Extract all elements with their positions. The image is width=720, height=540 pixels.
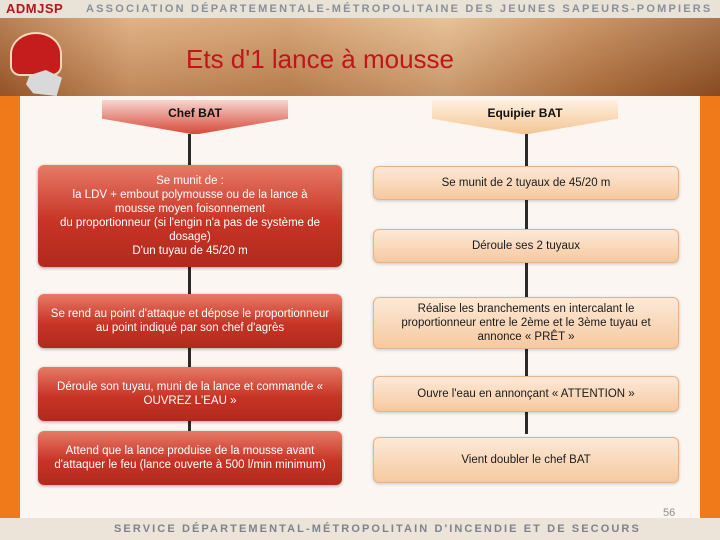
bottom-banner-strip xyxy=(0,518,720,540)
equipier-header-label: Equipier BAT xyxy=(487,106,563,120)
equipier-step-3: Réalise les branchements en intercalant … xyxy=(373,297,679,349)
chef-connector-line xyxy=(188,134,191,434)
header-photo-banner xyxy=(0,18,720,96)
page-number: 56 xyxy=(663,507,676,519)
chef-step-3: Déroule son tuyau, muni de la lance et c… xyxy=(38,367,342,421)
chef-step-2: Se rend au point d'attaque et dépose le … xyxy=(38,294,342,348)
equipier-step-1: Se munit de 2 tuyaux de 45/20 m xyxy=(373,166,679,200)
equipier-bat-header: Equipier BAT xyxy=(432,100,618,134)
chef-bat-header: Chef BAT xyxy=(102,100,288,134)
helmet-logo-icon xyxy=(10,32,62,76)
equipier-step-4: Ouvre l'eau en annonçant « ATTENTION » xyxy=(373,376,679,412)
brand-logo-text: ADMJSP xyxy=(6,1,64,16)
equipier-connector-line xyxy=(525,134,528,434)
association-name: ASSOCIATION DÉPARTEMENTALE-MÉTROPOLITAIN… xyxy=(86,3,713,15)
slide-title: Ets d'1 lance à mousse xyxy=(186,44,454,74)
banner-shade xyxy=(0,18,720,96)
footer-text: SERVICE DÉPARTEMENTAL-MÉTROPOLITAIN D'IN… xyxy=(114,523,641,535)
chef-step-1: Se munit de : la LDV + embout polymousse… xyxy=(38,165,342,267)
top-banner-strip xyxy=(0,0,720,18)
chef-header-label: Chef BAT xyxy=(168,106,222,120)
equipier-step-5: Vient doubler le chef BAT xyxy=(373,437,679,483)
chef-step-4: Attend que la lance produise de la mouss… xyxy=(38,431,342,485)
equipier-step-2: Déroule ses 2 tuyaux xyxy=(373,229,679,263)
